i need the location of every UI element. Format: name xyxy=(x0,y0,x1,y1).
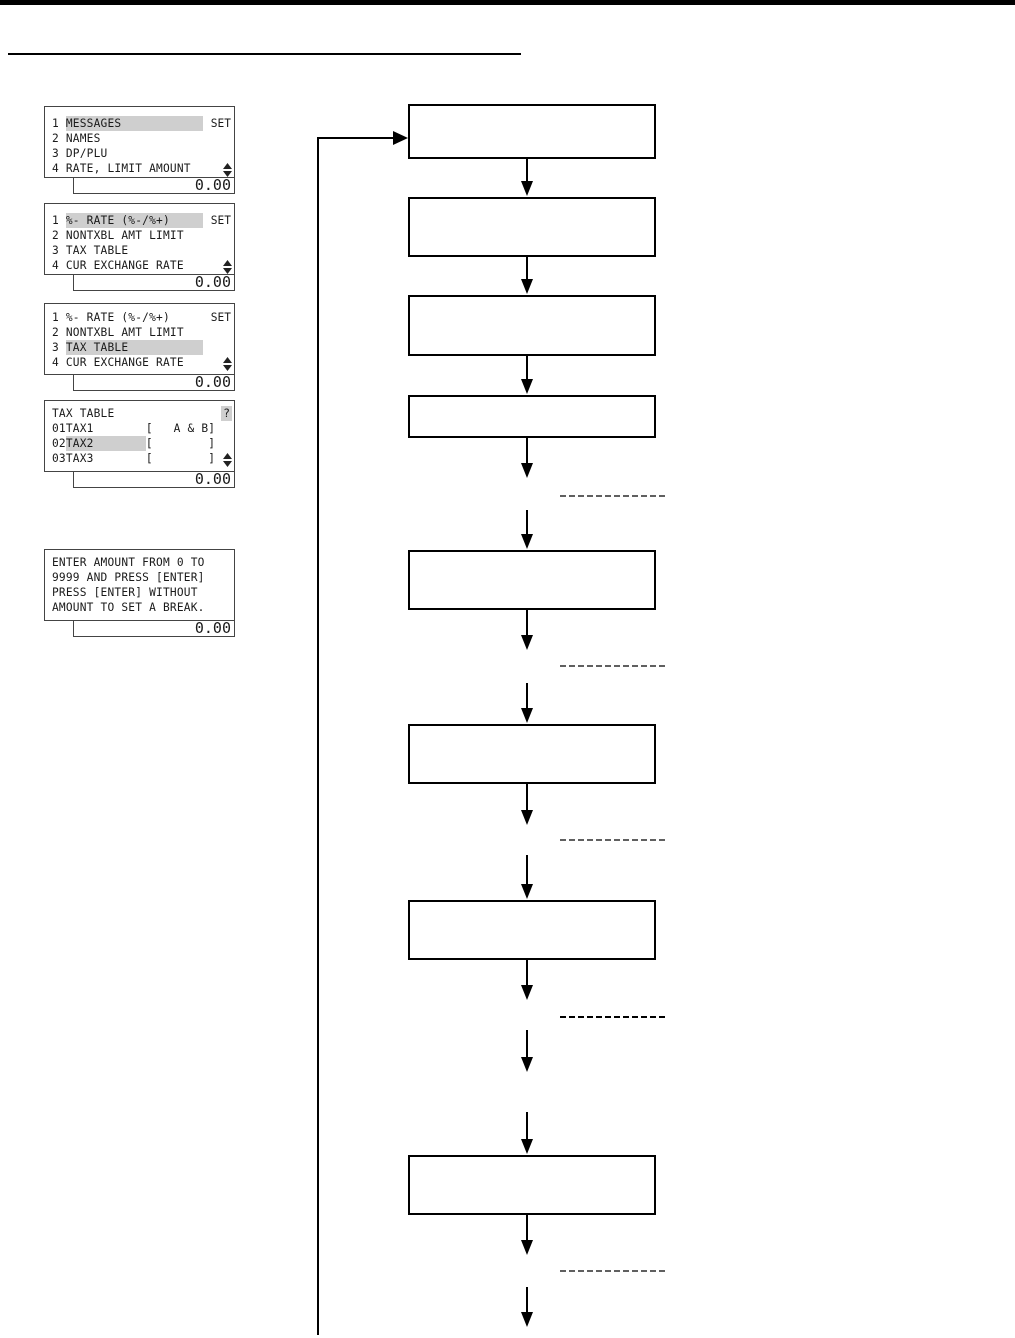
flow-step-box xyxy=(408,197,656,257)
lcd-line: 2 NONTXBL AMT LIMIT xyxy=(52,229,184,242)
lcd-line: 3 TAX TABLE xyxy=(52,340,230,355)
lcd-line: 4 RATE, LIMIT AMOUNT xyxy=(52,162,191,175)
lcd-line: 4 CUR EXCHANGE RATE xyxy=(52,356,184,369)
scroll-arrows-icon xyxy=(223,453,232,467)
lcd-line: 2 NAMES xyxy=(52,132,101,145)
lcd-line: ENTER AMOUNT FROM 0 TO xyxy=(52,556,205,569)
lcd-screen: TAX TABLE ? 01TAX1[ A & B] 02TAX2[ ] 03T… xyxy=(44,400,235,472)
top-rule xyxy=(0,0,1015,5)
scroll-arrows-icon xyxy=(223,357,232,371)
lcd-line: PRESS [ENTER] WITHOUT xyxy=(52,586,198,599)
lcd-total: 0.00 xyxy=(73,375,235,391)
flow-step-box xyxy=(408,1155,656,1215)
lcd-line: 01TAX1[ A & B] xyxy=(52,422,216,435)
flow-step-box xyxy=(408,104,656,159)
lcd-display-tax-table: TAX TABLE ? 01TAX1[ A & B] 02TAX2[ ] 03T… xyxy=(44,400,235,488)
set-label: SET xyxy=(210,214,231,227)
lcd-line: 1 MESSAGES xyxy=(52,116,230,131)
flow-step-box xyxy=(408,395,656,438)
lcd-line: AMOUNT TO SET A BREAK. xyxy=(52,601,205,614)
flow-step-box xyxy=(408,295,656,356)
flow-step-box xyxy=(408,900,656,960)
lcd-screen: 1 MESSAGES SET 2 NAMES 3 DP/PLU 4 RATE, … xyxy=(44,106,235,178)
lcd-line: 4 CUR EXCHANGE RATE xyxy=(52,259,184,272)
lcd-screen: ENTER AMOUNT FROM 0 TO 9999 AND PRESS [E… xyxy=(44,549,235,621)
lcd-display-enter-amount: ENTER AMOUNT FROM 0 TO 9999 AND PRESS [E… xyxy=(44,549,235,637)
lcd-line: 03TAX3[ ] xyxy=(52,452,216,465)
set-label: SET xyxy=(210,311,231,324)
lcd-total: 0.00 xyxy=(73,275,235,291)
lcd-line: 3 DP/PLU xyxy=(52,147,108,160)
lcd-line: 2 NONTXBL AMT LIMIT xyxy=(52,326,184,339)
scroll-arrows-icon xyxy=(223,163,232,177)
flow-step-box xyxy=(408,724,656,784)
right-arrow-icon xyxy=(393,131,408,145)
flow-step-box xyxy=(408,550,656,610)
lcd-screen: 1 %- RATE (%-/%+) SET 2 NONTXBL AMT LIMI… xyxy=(44,203,235,275)
lcd-line: 3 TAX TABLE xyxy=(52,244,129,257)
lcd-total: 0.00 xyxy=(73,178,235,194)
lcd-display-main-menu: 1 MESSAGES SET 2 NAMES 3 DP/PLU 4 RATE, … xyxy=(44,106,235,194)
lcd-display-rate-menu-tax-selected: 1 %- RATE (%-/%+) SET 2 NONTXBL AMT LIMI… xyxy=(44,303,235,391)
set-label: SET xyxy=(210,117,231,130)
heading-underline xyxy=(8,53,521,55)
question-mark: ? xyxy=(221,406,232,421)
lcd-line: 9999 AND PRESS [ENTER] xyxy=(52,571,205,584)
scroll-arrows-icon xyxy=(223,260,232,274)
lcd-total: 0.00 xyxy=(73,621,235,637)
lcd-line: 02TAX2[ ] xyxy=(52,436,216,451)
lcd-screen: 1 %- RATE (%-/%+) SET 2 NONTXBL AMT LIMI… xyxy=(44,303,235,375)
down-arrows xyxy=(521,159,533,1327)
lcd-display-rate-menu: 1 %- RATE (%-/%+) SET 2 NONTXBL AMT LIMI… xyxy=(44,203,235,291)
dashed-separators xyxy=(560,495,668,1272)
lcd-total: 0.00 xyxy=(73,472,235,488)
lcd-line: TAX TABLE xyxy=(52,407,115,420)
lcd-line: 1 %- RATE (%-/%+) xyxy=(52,311,170,324)
lcd-line: 1 %- RATE (%-/%+) xyxy=(52,213,230,228)
